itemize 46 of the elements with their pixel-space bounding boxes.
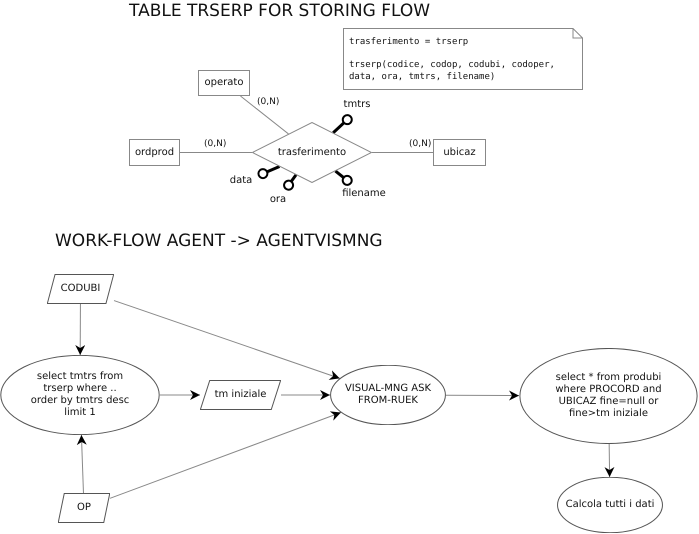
node-text: Calcola tutti i dati — [564, 499, 656, 511]
node-text: filename — [342, 188, 386, 200]
arrow — [76, 434, 87, 494]
relationship-line — [180, 152, 252, 153]
data-parallelogram — [200, 380, 281, 410]
arrow — [114, 300, 340, 380]
node-text: ubicaz — [443, 146, 476, 158]
edge-label: (0,N) — [203, 139, 228, 150]
entity-box — [433, 139, 486, 166]
relationship-line — [372, 152, 434, 153]
node-text: VISUAL-MNG ASK FROM-RUEK — [344, 383, 432, 407]
arrow — [446, 390, 520, 401]
attribute-connector — [283, 174, 298, 191]
node-text: ora — [270, 194, 286, 206]
node-text: trasferimento — [278, 146, 346, 158]
data-parallelogram — [47, 274, 114, 304]
node-text: data — [230, 175, 252, 187]
arrow — [280, 390, 330, 400]
process-ellipse — [519, 348, 698, 444]
note-text: trasferimento = trserp — [349, 36, 468, 48]
attribute-connector — [332, 114, 353, 134]
edge-label: (0,N) — [256, 97, 280, 108]
edge-label: (0,N) — [408, 139, 432, 150]
entity-box — [129, 139, 180, 166]
section-heading: WORK-FLOW AGENT -> AGENTVISMNG — [55, 230, 383, 252]
note-box — [343, 28, 583, 90]
note-text: trserp(codice, codop, codubi, codoper, data, ora, tmtrs, filename) — [349, 59, 556, 83]
node-text: ordprod — [134, 146, 174, 158]
data-parallelogram — [58, 493, 110, 523]
node-text: select * from produbi where PROCORD and UBICAZ fine=null or fine>tm iniziale — [554, 372, 663, 420]
arrow — [160, 390, 200, 400]
node-text: operato — [204, 77, 244, 89]
node-text: CODUBI — [60, 283, 100, 295]
arrow — [75, 304, 86, 356]
node-text: OP — [77, 502, 91, 514]
arrow — [604, 444, 614, 478]
node-text: tm iniziale — [214, 389, 266, 401]
attribute-connector — [334, 170, 353, 186]
arrow — [110, 411, 342, 499]
relationship-diamond — [252, 122, 372, 183]
node-text: select tmtrs from trserp where .. order by tmtrs desc limit 1 — [30, 371, 130, 419]
node-text: tmtrs — [344, 99, 370, 111]
attribute-connector — [257, 165, 280, 180]
diagram-title: TABLE TRSERP FOR STORING FLOW — [129, 0, 430, 22]
relationship-line — [240, 96, 289, 134]
entity-box — [198, 70, 250, 96]
